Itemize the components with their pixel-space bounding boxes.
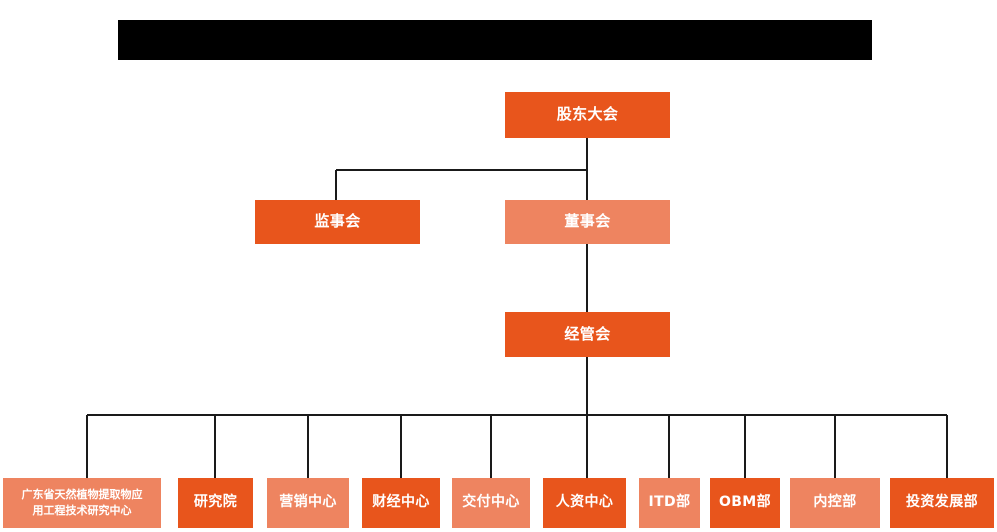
redacted-title-banner [118, 20, 872, 60]
node-label: ITD部 [648, 494, 691, 511]
node-label: 内控部 [813, 494, 857, 511]
node-delivery-center[interactable]: 交付中心 [452, 478, 530, 528]
node-shareholders-meeting[interactable]: 股东大会 [505, 92, 670, 138]
node-finance-center[interactable]: 财经中心 [362, 478, 440, 528]
node-hr-center[interactable]: 人资中心 [543, 478, 626, 528]
node-itd-department[interactable]: ITD部 [639, 478, 700, 528]
node-label: 营销中心 [279, 494, 337, 511]
node-label: 财经中心 [372, 494, 430, 511]
node-label-line1: 广东省天然植物提取物应 [21, 487, 143, 501]
node-label-multiline: 广东省天然植物提取物应 用工程技术研究中心 [22, 487, 143, 520]
node-label: 人资中心 [555, 494, 614, 511]
node-marketing-center[interactable]: 营销中心 [267, 478, 349, 528]
node-label: 研究院 [193, 494, 238, 511]
node-label-line2: 用工程技术研究中心 [32, 504, 132, 517]
node-natural-plant-extract-research-center[interactable]: 广东省天然植物提取物应 用工程技术研究中心 [3, 478, 161, 528]
node-label: 交付中心 [462, 494, 520, 511]
node-label: 投资发展部 [906, 494, 978, 511]
node-board-of-directors[interactable]: 董事会 [505, 200, 670, 244]
node-label: 监事会 [314, 212, 361, 231]
node-research-institute[interactable]: 研究院 [178, 478, 253, 528]
node-internal-control-department[interactable]: 内控部 [790, 478, 880, 528]
node-label: OBM部 [718, 494, 772, 511]
node-label: 董事会 [564, 212, 611, 231]
node-label: 股东大会 [556, 105, 619, 124]
node-board-of-supervisors[interactable]: 监事会 [255, 200, 420, 244]
node-obm-department[interactable]: OBM部 [710, 478, 780, 528]
node-investment-development-department[interactable]: 投资发展部 [890, 478, 994, 528]
node-label: 经管会 [564, 324, 611, 343]
node-management-committee[interactable]: 经管会 [505, 312, 670, 357]
